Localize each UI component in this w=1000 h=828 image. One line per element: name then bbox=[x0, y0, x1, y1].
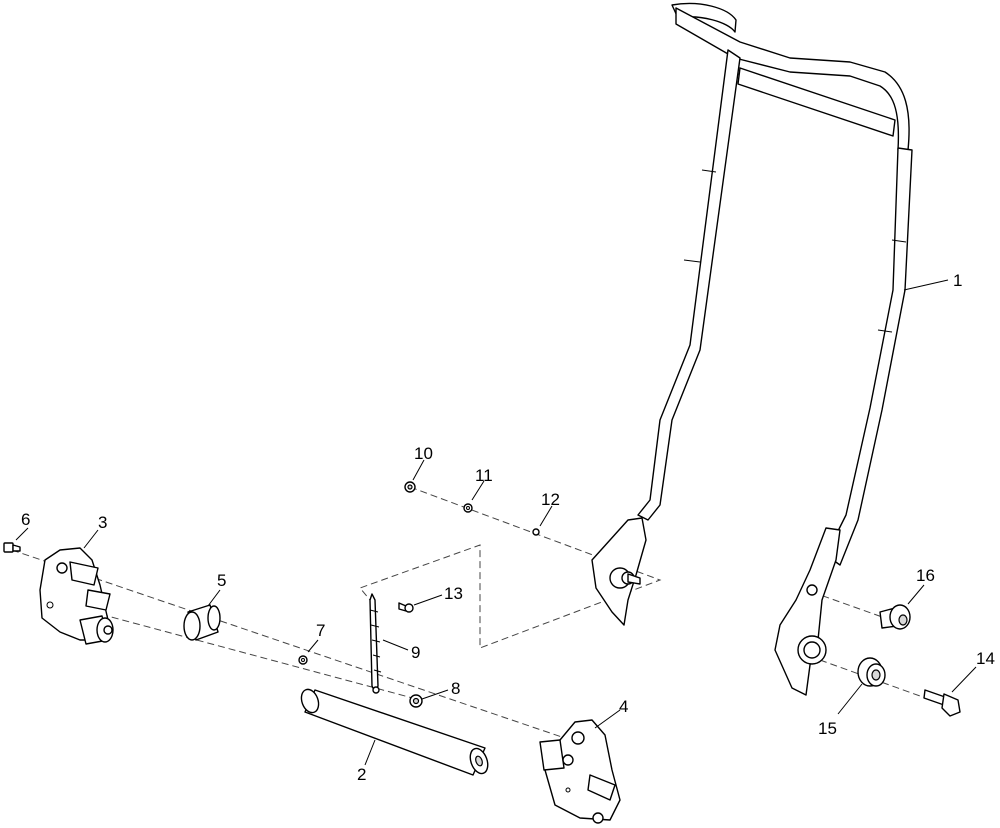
callout-9: 9 bbox=[411, 643, 420, 662]
callout-3: 3 bbox=[98, 513, 107, 532]
part-14-bolt bbox=[923, 689, 961, 717]
callout-10: 10 bbox=[414, 444, 433, 463]
callout-14: 14 bbox=[976, 649, 995, 668]
callout-5: 5 bbox=[217, 571, 226, 590]
part-10-nut bbox=[404, 481, 416, 493]
part-7-washer bbox=[298, 655, 308, 665]
callout-11: 11 bbox=[475, 466, 493, 485]
part-12-clip bbox=[532, 528, 540, 536]
callout-8: 8 bbox=[451, 679, 460, 698]
callout-2: 2 bbox=[357, 765, 366, 784]
part-9-spring bbox=[369, 593, 382, 694]
part-15-bushing bbox=[857, 657, 886, 687]
callout-6: 6 bbox=[21, 510, 30, 529]
part-6-bolt bbox=[3, 542, 21, 553]
part-2-roller-tube bbox=[300, 688, 489, 776]
part-1-handle-frame bbox=[591, 2, 913, 696]
part-8-nut bbox=[409, 694, 423, 708]
leader-lines bbox=[15, 279, 977, 766]
part-5-spacer bbox=[183, 604, 221, 641]
part-4-right-bracket bbox=[539, 719, 621, 824]
callout-7: 7 bbox=[316, 621, 325, 640]
part-13-screw bbox=[398, 602, 414, 613]
part-11-washer bbox=[463, 503, 473, 513]
part-16-pin bbox=[879, 604, 911, 630]
part-3-left-bracket bbox=[39, 547, 114, 645]
callout-12: 12 bbox=[541, 490, 560, 509]
callout-16: 16 bbox=[916, 566, 935, 585]
callout-15: 15 bbox=[818, 719, 837, 738]
callout-13: 13 bbox=[444, 584, 463, 603]
callout-1: 1 bbox=[953, 271, 962, 290]
callout-4: 4 bbox=[619, 697, 628, 716]
callout-labels: 1 2 3 4 5 6 7 8 9 10 11 12 13 14 15 16 bbox=[21, 271, 995, 784]
